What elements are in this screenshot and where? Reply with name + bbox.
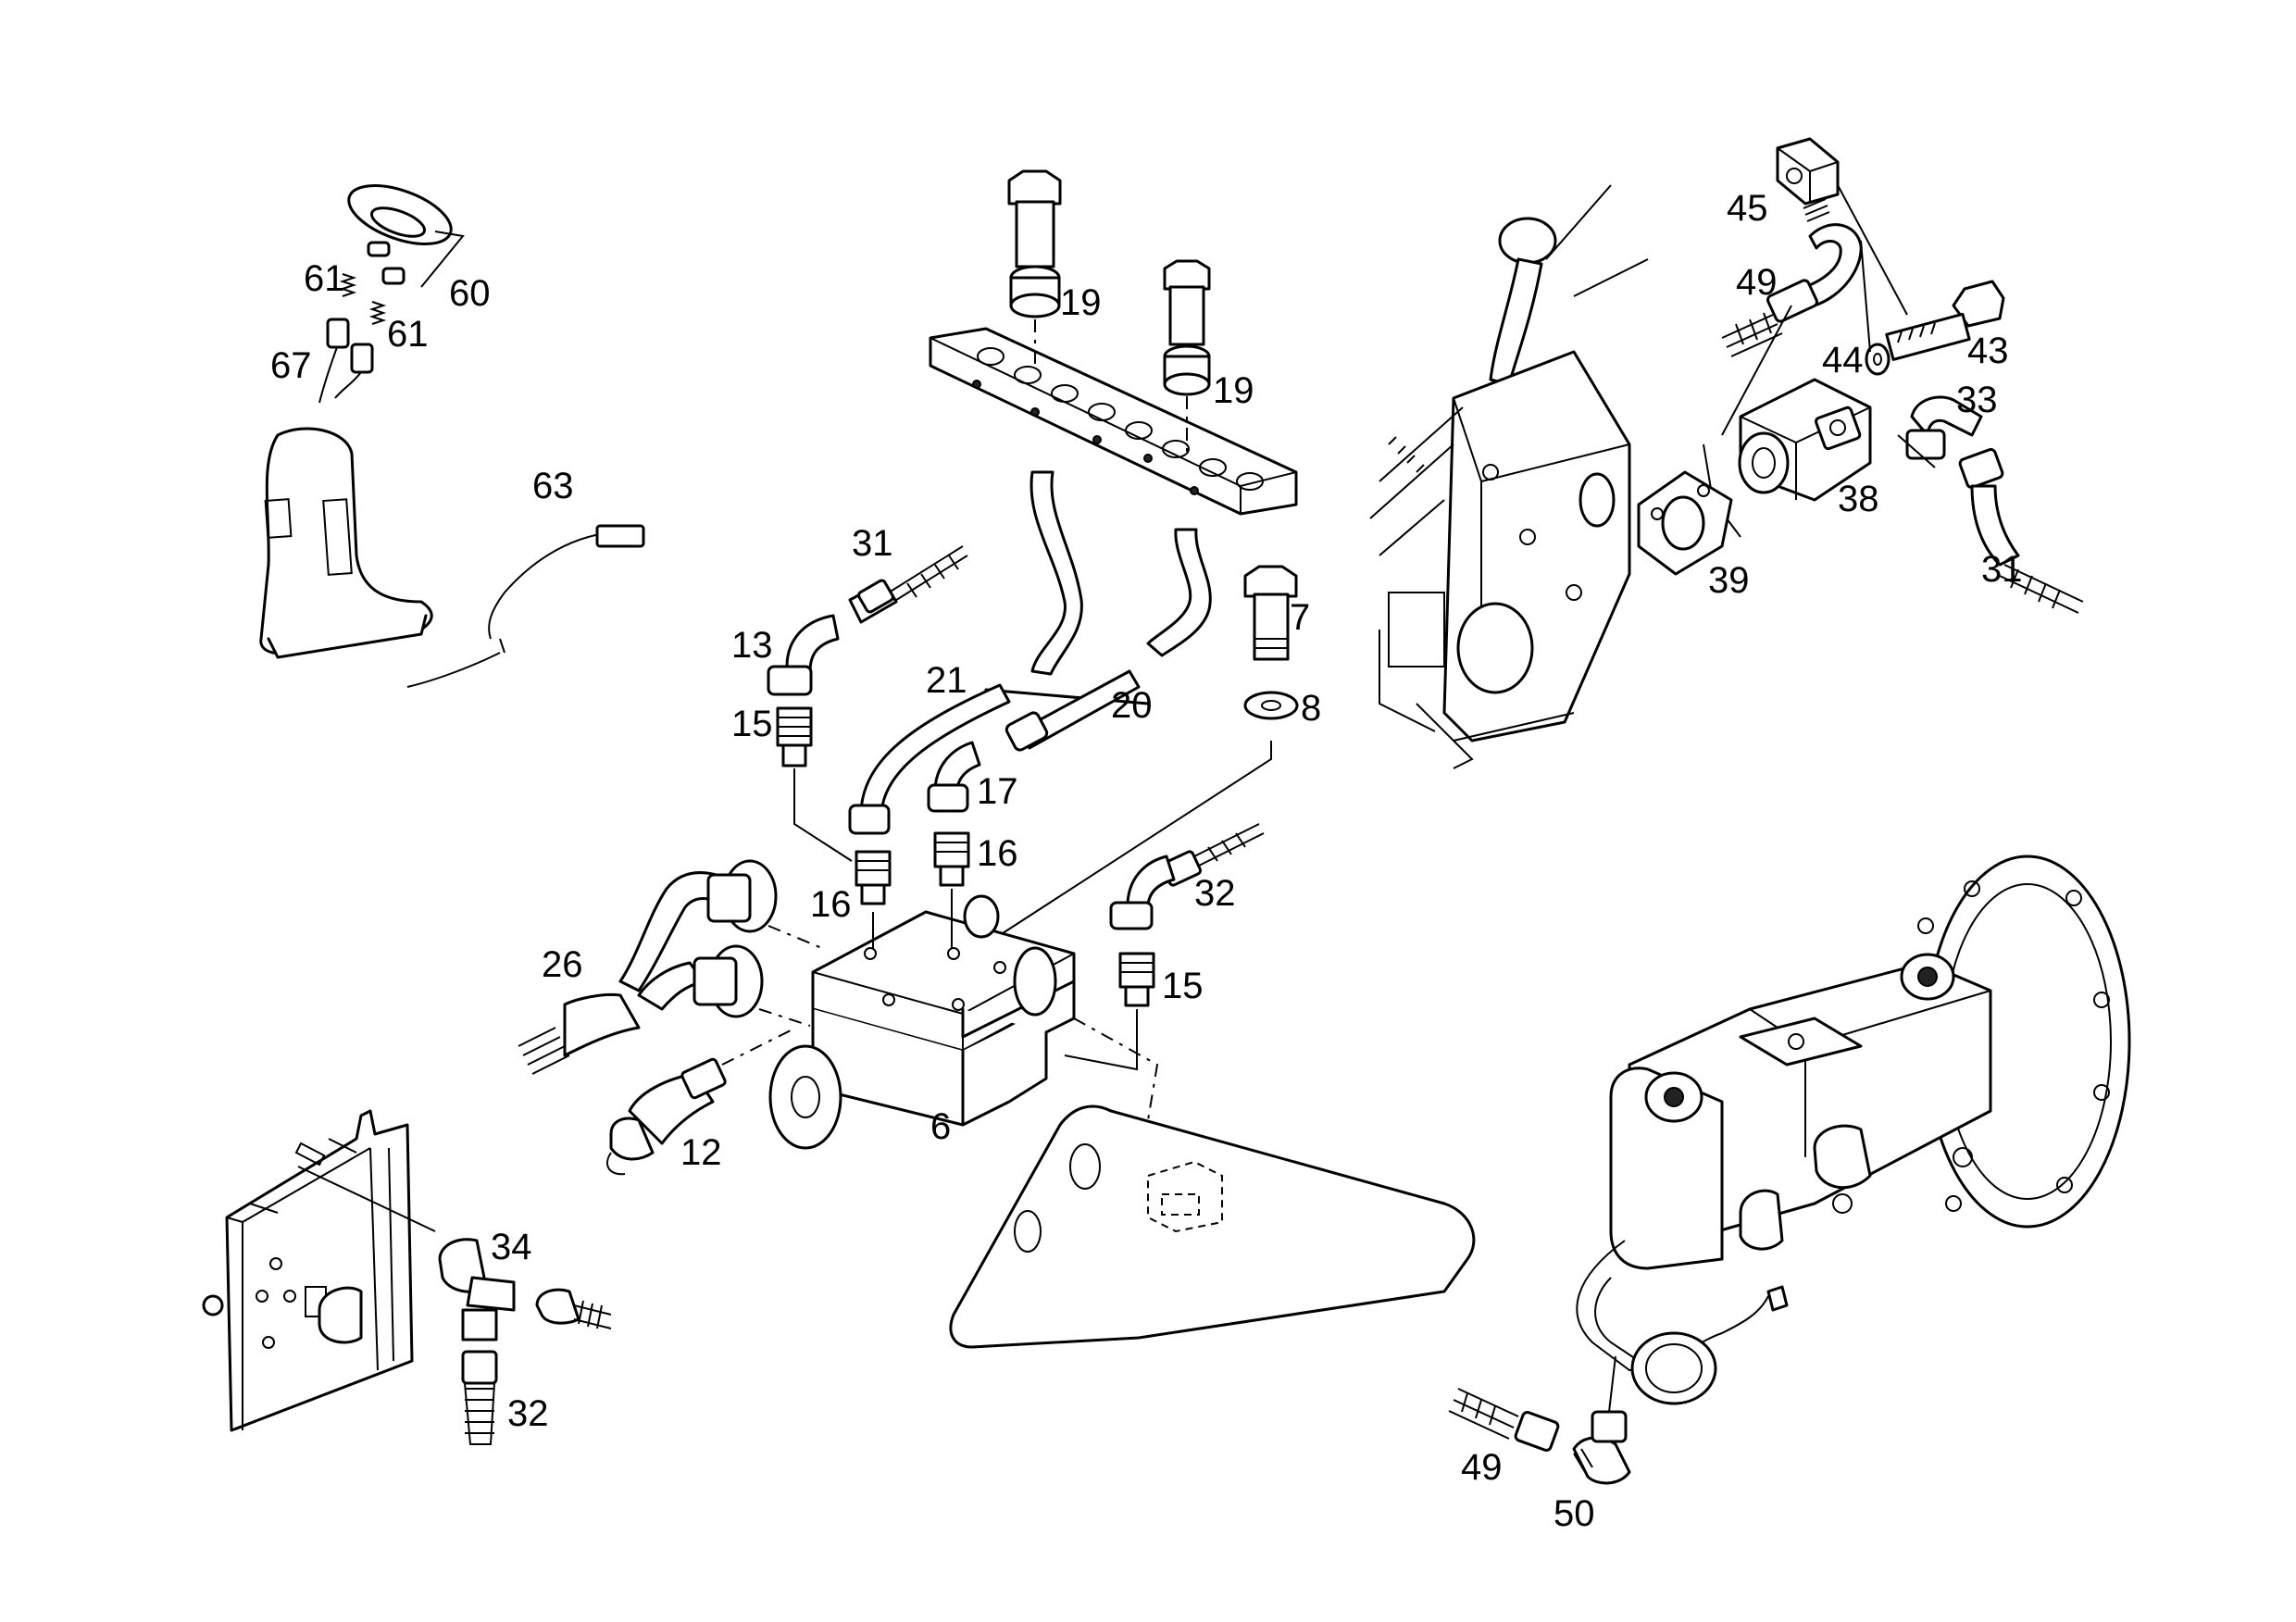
banjo-bolt-right (1163, 259, 1211, 396)
callout-33: 33 (1956, 380, 1998, 420)
callout-8: 8 (1301, 688, 1321, 729)
callout-16: 16 (810, 884, 852, 925)
elbow-50 (1572, 1355, 1631, 1485)
callout-38: 38 (1838, 479, 1879, 519)
elbow-13 (767, 614, 840, 696)
leader-lines-right (1721, 184, 1908, 436)
callout-31: 31 (852, 523, 893, 564)
callout-12: 12 (680, 1132, 722, 1173)
tee-fitting-34 (438, 1238, 612, 1341)
tandem-hydraulic-pump (1576, 855, 2131, 1405)
bolt-7 (1243, 565, 1298, 661)
callout-31: 31 (1981, 549, 2023, 590)
callout-61: 61 (304, 258, 345, 299)
callout-61: 61 (387, 314, 429, 355)
callout-labels: 60 61 61 67 63 19 19 31 13 15 21 20 7 8 … (270, 188, 2023, 1534)
engine-gearbox-assembly (1369, 184, 1649, 769)
wiring-harness (406, 524, 645, 688)
callout-17: 17 (977, 771, 1018, 812)
callout-50: 50 (1554, 1493, 1595, 1534)
switch-pair (318, 318, 374, 404)
gear-pump-38 (1703, 378, 1872, 538)
callout-67: 67 (270, 345, 312, 386)
callout-16: 16 (977, 833, 1018, 874)
callout-13: 13 (731, 625, 773, 666)
hose-31-left (848, 545, 968, 624)
bent-tube-20-21 (984, 470, 1212, 705)
flange-gasket-39 (1637, 470, 1733, 576)
callout-44: 44 (1822, 340, 1864, 381)
mounting-bracket-plate (949, 1017, 1476, 1349)
adapter-15-left (776, 706, 853, 862)
banjo-bolt-left (1007, 169, 1062, 318)
callout-21: 21 (926, 660, 967, 701)
distribution-manifold-bar (929, 327, 1298, 516)
callout-7: 7 (1290, 597, 1310, 638)
sensor-block-45 (1776, 137, 1840, 222)
callout-43: 43 (1967, 331, 2009, 371)
joystick-cap-assembly (347, 184, 465, 288)
tube-21 (848, 683, 1011, 835)
elbow-hose-49-upper (1721, 223, 1863, 357)
callout-34: 34 (491, 1227, 532, 1267)
callout-19: 19 (1060, 282, 1102, 323)
callout-49: 49 (1736, 262, 1778, 303)
hose-32-lower (461, 1350, 498, 1445)
callout-26: 26 (542, 944, 583, 985)
valve-block-6 (768, 889, 1076, 1150)
hose-assembly-26 (518, 859, 825, 1075)
hose-31-right (1958, 448, 2084, 614)
callout-63: 63 (532, 466, 574, 506)
callout-49: 49 (1461, 1447, 1503, 1488)
elbow-17 (927, 741, 981, 813)
callout-19: 19 (1213, 370, 1254, 411)
callout-6: 6 (930, 1106, 951, 1147)
callout-32: 32 (1194, 873, 1236, 914)
callout-32: 32 (507, 1393, 549, 1434)
spring-pair (339, 273, 387, 325)
hose-49-lower (1448, 1388, 1560, 1452)
bolt-43-washer-44 (1865, 280, 2005, 376)
callout-45: 45 (1727, 188, 1768, 229)
cabinet-side-panel (202, 1109, 436, 1432)
callout-60: 60 (449, 273, 491, 314)
tube-20 (1004, 669, 1141, 752)
elbow-33 (1897, 395, 1983, 468)
pressure-sensor-12 (606, 1027, 797, 1176)
callout-39: 39 (1708, 560, 1750, 601)
hose-32-right (1109, 823, 1265, 930)
armrest-pad (259, 427, 433, 659)
callout-15: 15 (1162, 966, 1204, 1006)
adapters-16 (855, 831, 970, 905)
adapter-15-right (1064, 952, 1155, 1071)
leader-lines-top (1034, 319, 1188, 454)
callout-15: 15 (731, 704, 773, 744)
washer-8 (999, 691, 1299, 936)
callout-20: 20 (1111, 685, 1153, 726)
